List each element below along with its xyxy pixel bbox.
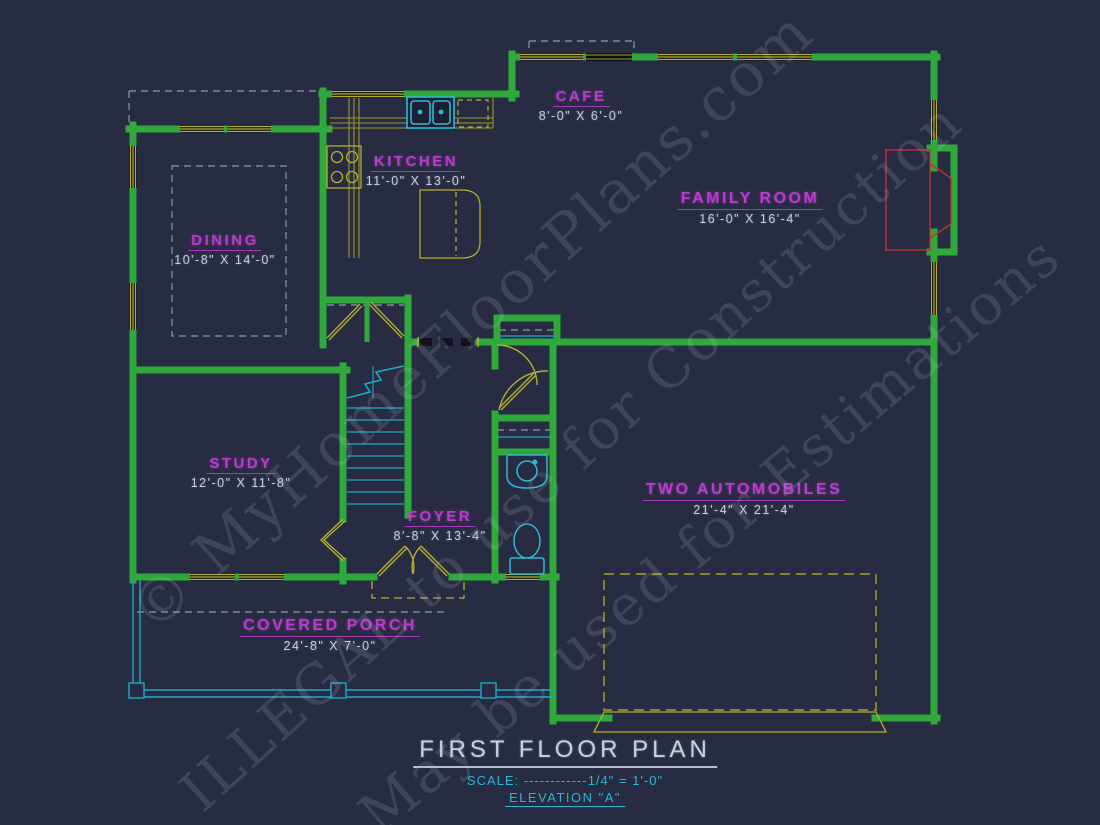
family-room-side-window xyxy=(930,100,938,140)
stairs xyxy=(346,365,405,505)
stoop-dashed xyxy=(371,581,465,599)
front-double-door xyxy=(376,545,450,577)
study-window xyxy=(190,573,235,581)
window-hatches xyxy=(129,53,938,581)
porch-posts xyxy=(128,682,497,699)
fireplace xyxy=(885,149,952,251)
bathroom-sink xyxy=(506,454,548,489)
toilet xyxy=(509,523,545,575)
dashed-ceiling-lines xyxy=(128,40,635,613)
garage-entry-door xyxy=(498,370,549,411)
study-french-door xyxy=(319,518,346,562)
stove xyxy=(326,145,362,189)
doors-layer xyxy=(319,344,549,577)
closet-door xyxy=(496,344,538,386)
study-window xyxy=(239,573,284,581)
cafe-window xyxy=(520,53,583,61)
walls-layer xyxy=(125,50,958,725)
family-room-side-window xyxy=(930,262,938,315)
pantry-doors xyxy=(326,300,405,342)
dishwasher xyxy=(457,99,489,128)
dining-window xyxy=(180,125,224,133)
cased-opening xyxy=(417,337,479,347)
porch-outline xyxy=(132,580,553,698)
dining-side-window xyxy=(129,146,137,188)
family-room-window xyxy=(737,53,812,61)
garage-door-dashed xyxy=(603,573,877,711)
family-room-window xyxy=(658,53,733,61)
kitchen-island xyxy=(419,189,481,259)
cafe-sliding-door xyxy=(586,53,632,61)
dining-side-window xyxy=(129,283,137,330)
garage-apron xyxy=(592,711,888,733)
dining-window xyxy=(227,125,271,133)
kitchen-window xyxy=(332,90,404,98)
closet-rods xyxy=(497,335,555,438)
kitchen-sink xyxy=(406,96,455,129)
